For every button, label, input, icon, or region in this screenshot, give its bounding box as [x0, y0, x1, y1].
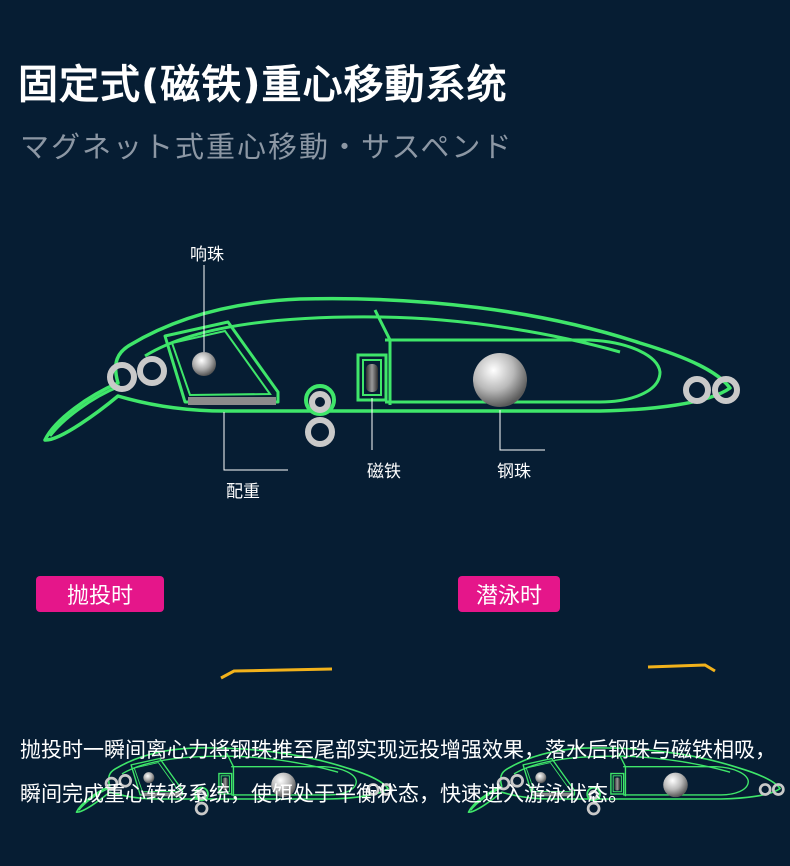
callout-rattle: 响珠	[190, 245, 224, 265]
swimming-rod	[647, 663, 716, 673]
callout-magnet: 磁铁	[367, 462, 401, 482]
description-text: 抛投时一瞬间离心力将钢珠推至尾部实现远投增强效果，落水后钢珠与磁铁相吸，瞬间完成…	[20, 738, 776, 806]
page-title: 固定式(磁铁)重心移動系统	[18, 62, 508, 108]
tag-swimming: 潜泳时	[458, 576, 560, 612]
casting-rod	[220, 667, 333, 680]
tag-casting: 抛投时	[36, 576, 164, 612]
main-lure	[45, 299, 737, 444]
callout-weight: 配重	[226, 482, 260, 502]
page-subtitle: マグネット式重心移動・サスペンド	[20, 130, 514, 164]
callout-steel-ball: 钢珠	[497, 462, 531, 482]
callout-lines	[203, 265, 545, 471]
